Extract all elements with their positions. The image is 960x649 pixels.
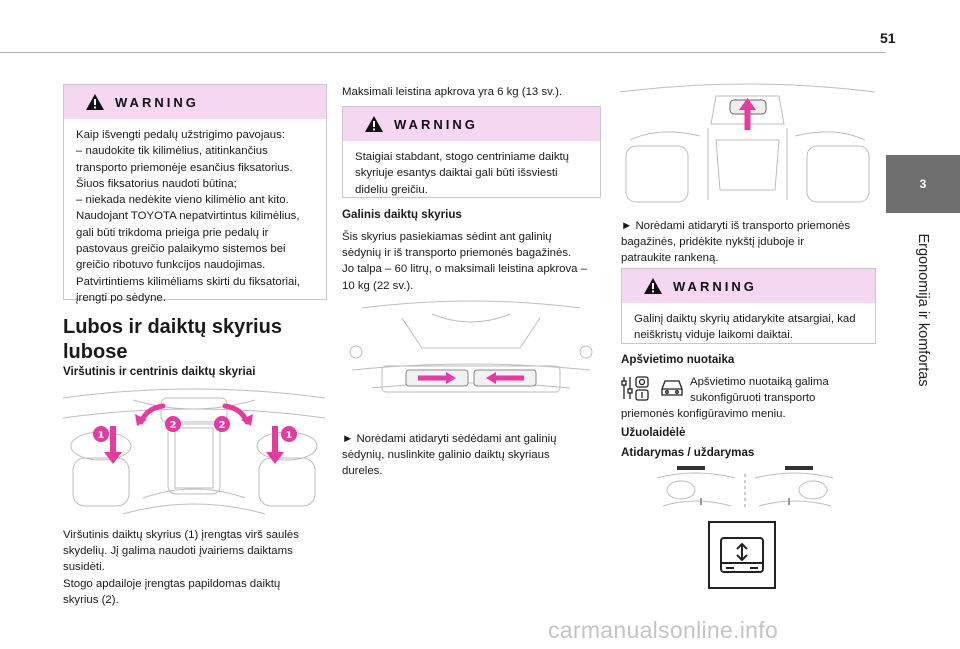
warning-line: greičio ribotuvo funkcijos naudojimas. [76, 259, 266, 272]
lighting-text-line: priemonės konfigūravimo meniu. [621, 408, 786, 420]
settings-icon [621, 376, 649, 401]
roof-storage-figure: 1 2 2 1 [63, 388, 325, 520]
warning-line: – niekada nedėkite vieno kilimėlio ant k… [76, 194, 289, 207]
warning-title: WARNING [115, 94, 199, 110]
watermark: carmanualsonline.info [548, 617, 779, 643]
figure-label: 2 [170, 420, 177, 431]
lighting-heading: Apšvietimo nuotaika [621, 353, 735, 366]
open-from-seat-text: ► Norėdami atidaryti sėdėdami ant galini… [342, 433, 557, 478]
upper-compartment-text: Viršutinis daiktų skyrius (1) įrengtas v… [63, 529, 299, 606]
warning-box-braking: WARNING Staigiai stabdant, stogo centrin… [342, 106, 601, 198]
figure-label: 1 [286, 430, 293, 441]
warning-header: WARNING [343, 107, 600, 141]
warning-text: Staigiai stabdant, stogo centriniame dai… [355, 151, 570, 196]
blind-button-icon[interactable] [708, 521, 776, 589]
chapter-title: Ergonomija ir komfortas [915, 233, 931, 387]
warning-header: WARNING [622, 269, 875, 303]
blind-subheading: Atidarymas / uždarymas [621, 446, 755, 459]
warning-text: Galinį daiktų skyrių atidarykite atsargi… [634, 313, 856, 342]
rear-compartment-figure [342, 300, 600, 410]
warning-title: WARNING [394, 116, 478, 132]
warning-box-rear-compartment: WARNING Galinį daiktų skyrių atidarykite… [621, 268, 876, 344]
warning-icon [86, 94, 104, 110]
warning-title: WARNING [673, 278, 757, 294]
blind-heading: Užuolaidėlė [621, 426, 686, 439]
warning-text: Kaip išvengti pedalų užstrigimo pavojaus… [64, 119, 326, 314]
rear-compartment-text: Šis skyrius pasiekiamas sėdint ant galin… [342, 231, 588, 292]
sunblind-figure [655, 460, 835, 512]
section-heading: Lubos ir daiktų skyrius lubose [63, 316, 282, 363]
subheading-upper-central: Viršutinis ir centrinis daiktų skyriai [63, 365, 256, 378]
lighting-text-line: Apšvietimo nuotaiką galima [690, 376, 829, 388]
warning-line: gali būti trikdoma prieiga prie pedalų i… [76, 226, 269, 239]
warning-line: transporto priemonėje esančius fiksatori… [76, 161, 293, 174]
open-from-trunk-text: ► Norėdami atidaryti iš transporto priem… [621, 220, 851, 265]
lighting-text-line: sukonfigūruoti transporto [690, 392, 816, 404]
max-load-text: Maksimali leistina apkrova yra 6 kg (13 … [342, 86, 563, 98]
warning-line: Kaip išvengti pedalų užstrigimo pavojaus… [76, 129, 285, 141]
blind-open-close-icon [720, 537, 764, 573]
chapter-number-tab[interactable]: 3 [886, 155, 960, 213]
warning-icon [365, 116, 383, 132]
warning-line: – naudokite tik kilimėlius, atitinkančiu… [76, 145, 268, 158]
warning-line: Naudojant TOYOTA nepatvirtintus kilimėli… [76, 210, 300, 223]
header-rule [0, 52, 886, 53]
warning-box-pedals: WARNING Kaip išvengti pedalų užstrigimo … [63, 84, 327, 304]
warning-line: įrengti po sėdyne. [76, 291, 166, 304]
warning-line: Šiuos fiksatorius naudoti būtina; [76, 177, 237, 190]
subheading-rear-compartment: Galinis daiktų skyrius [342, 208, 462, 221]
figure-label: 1 [98, 430, 105, 441]
warning-line: Patvirtintiems kilimėliams skirti du fik… [76, 275, 301, 288]
figure-label: 2 [219, 420, 226, 431]
vehicle-icon [661, 380, 683, 396]
page-number: 51 [880, 30, 896, 46]
rear-compartment-trunk-figure [620, 80, 875, 210]
warning-icon [644, 278, 662, 294]
warning-line: pastovaus greičio palaikymo sistemos bei [76, 243, 286, 256]
warning-header: WARNING [64, 85, 326, 119]
